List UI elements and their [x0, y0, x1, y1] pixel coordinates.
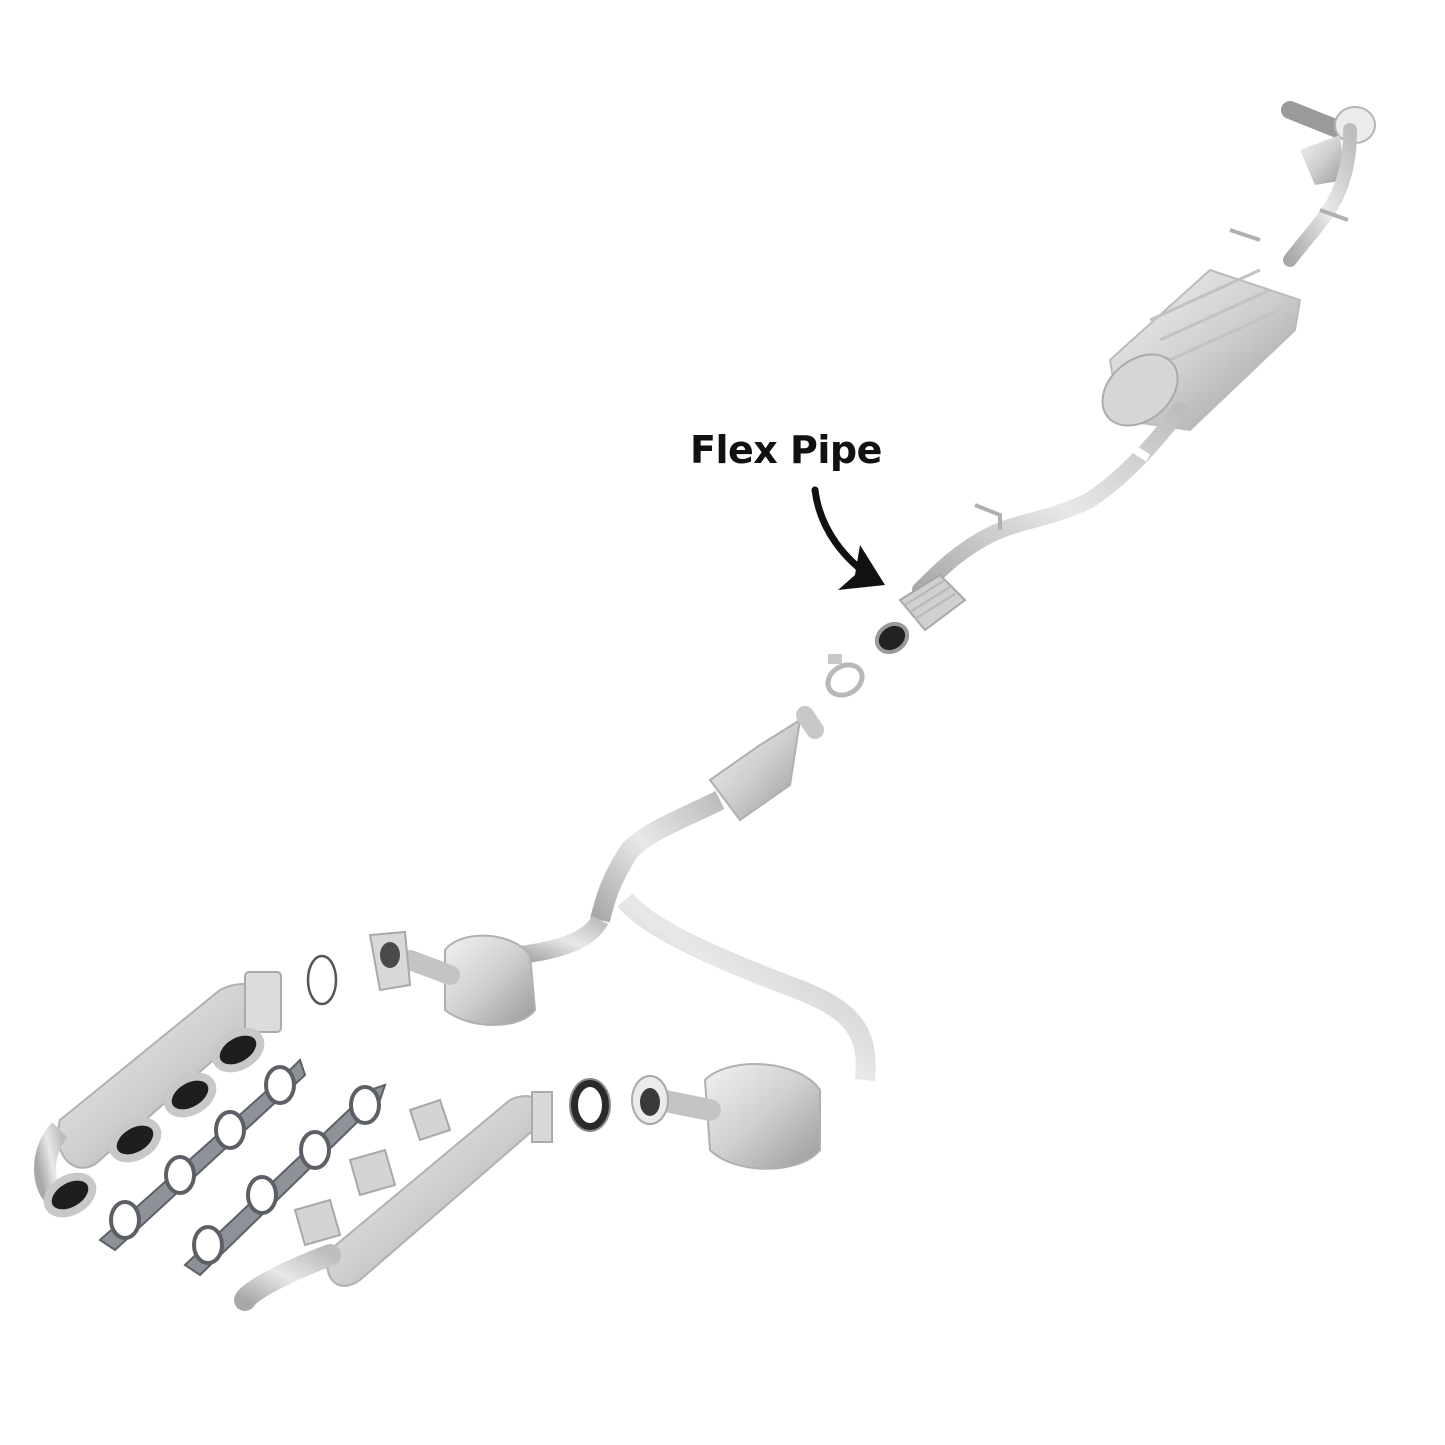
exhaust-manifold-right: [234, 1091, 553, 1311]
exhaust-manifold-left: [34, 971, 282, 1218]
manifold-gasket-left: [98, 1058, 307, 1252]
catalytic-converter-left: [368, 930, 537, 1026]
tailpipe: [1229, 101, 1376, 267]
donut-gasket: [569, 1078, 611, 1132]
manifold-gasket-right: [183, 1083, 387, 1277]
curved-arrow-icon: [811, 486, 885, 590]
muffler: [1101, 268, 1302, 432]
catalytic-converter-right: [631, 1063, 821, 1170]
flex-pipe-callout-label: Flex Pipe: [690, 428, 882, 472]
flex-pipe: [874, 573, 967, 655]
y-pipe: [518, 706, 876, 1081]
clamp: [825, 654, 865, 698]
flange-gasket-ring: [306, 954, 338, 1006]
intermediate-pipe: [912, 402, 1188, 598]
